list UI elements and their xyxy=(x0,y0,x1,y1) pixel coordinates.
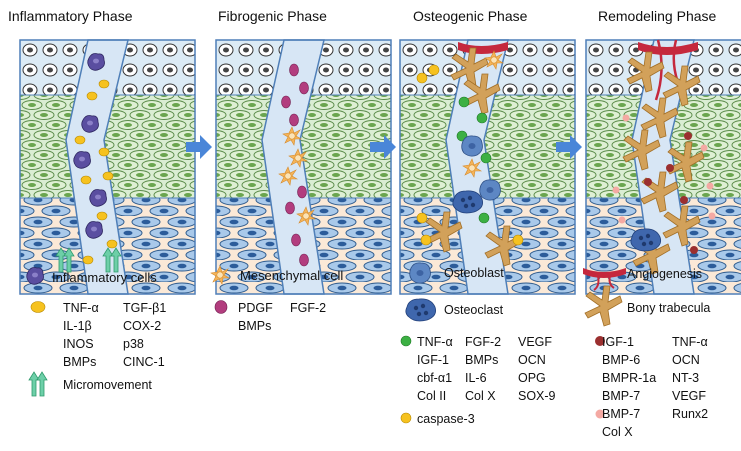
factor-bmps-1: BMPs xyxy=(63,355,96,369)
factor-bmps-2: BMPs xyxy=(238,319,271,333)
legend-angiogenesis: Angiogenesis xyxy=(627,267,702,281)
legend-osteoclast: Osteoclast xyxy=(444,303,504,317)
factor-vegf-1: VEGF xyxy=(518,335,552,349)
pink-cell-icon xyxy=(595,409,605,419)
factor-col-x-1: Col X xyxy=(465,389,496,403)
arrow-icon-1 xyxy=(186,135,212,159)
factor-col-x-2: Col X xyxy=(602,425,633,439)
panel-inflammatory xyxy=(19,39,196,295)
legend-caspase-3: caspase-3 xyxy=(417,412,475,426)
factor-vegf-2: VEGF xyxy=(672,389,706,403)
arrow-icon-2 xyxy=(370,135,396,159)
legend-bony-trabecula: Bony trabecula xyxy=(627,301,710,315)
legend-inflammatory-cells: Inflammatory cells xyxy=(52,270,157,285)
factor-ocn-1: OCN xyxy=(518,353,546,367)
phase-title-fibrogenic: Fibrogenic Phase xyxy=(218,8,327,24)
factor-bmps-3: BMPs xyxy=(465,353,498,367)
magenta-cell-icon xyxy=(214,300,228,314)
osteoblast-icon xyxy=(409,262,431,284)
phase-title-inflammatory: Inflammatory Phase xyxy=(8,8,133,24)
dark-red-cell-icon xyxy=(595,336,605,346)
factor-p38: p38 xyxy=(123,337,144,351)
phase-title-remodeling: Remodeling Phase xyxy=(598,8,717,24)
factor-tnfa-2: TNF-α xyxy=(417,335,453,349)
caspase-icon xyxy=(400,412,412,424)
factor-opg: OPG xyxy=(518,371,546,385)
factor-tnfa-3: TNF-α xyxy=(672,335,708,349)
factor-cinc1: CINC-1 xyxy=(123,355,165,369)
factor-fgf2-2: FGF-2 xyxy=(465,335,501,349)
factor-pdgf: PDGF xyxy=(238,301,273,315)
inflammatory-cell-icon xyxy=(26,267,44,285)
factor-bmp7-1: BMP-7 xyxy=(602,389,640,403)
factor-sox9: SOX-9 xyxy=(518,389,556,403)
factor-il1b: IL-1β xyxy=(63,319,92,333)
factor-tgfb1: TGF-β1 xyxy=(123,301,166,315)
factor-nt3: NT-3 xyxy=(672,371,699,385)
factor-tnfa-1: TNF-α xyxy=(63,301,99,315)
panel-fibrogenic xyxy=(215,39,392,295)
yellow-cell-icon xyxy=(30,301,46,313)
osteoclast-icon xyxy=(405,298,437,322)
factor-col-ii: Col II xyxy=(417,389,446,403)
factor-cox2: COX-2 xyxy=(123,319,161,333)
legend-mesenchymal-cell: Mesenchymal cell xyxy=(240,268,343,283)
factor-cbfa1: cbf-α1 xyxy=(417,371,452,385)
green-cell-icon xyxy=(400,335,412,347)
panel-remodeling xyxy=(585,39,741,295)
factor-il6: IL-6 xyxy=(465,371,487,385)
factor-igf1-1: IGF-1 xyxy=(417,353,449,367)
legend-osteoblast: Osteoblast xyxy=(444,266,504,280)
legend-micromovement: Micromovement xyxy=(63,378,152,392)
arrow-icon-3 xyxy=(556,135,582,159)
factor-bmp7-2: BMP-7 xyxy=(602,407,640,421)
micromovement-icon-2 xyxy=(36,371,48,397)
angiogenesis-icon-branch xyxy=(593,275,615,291)
factor-inos: INOS xyxy=(63,337,94,351)
factor-ocn-2: OCN xyxy=(672,353,700,367)
factor-fgf2-1: FGF-2 xyxy=(290,301,326,315)
panel-osteogenic xyxy=(399,39,576,295)
factor-bmpr1a: BMPR-1a xyxy=(602,371,656,385)
factor-igf1-2: IGF-1 xyxy=(602,335,634,349)
micromovement-icon xyxy=(28,371,40,397)
phase-title-osteogenic: Osteogenic Phase xyxy=(413,8,528,24)
angiogenesis-icon xyxy=(583,268,626,278)
factor-runx2: Runx2 xyxy=(672,407,708,421)
factor-bmp6: BMP-6 xyxy=(602,353,640,367)
